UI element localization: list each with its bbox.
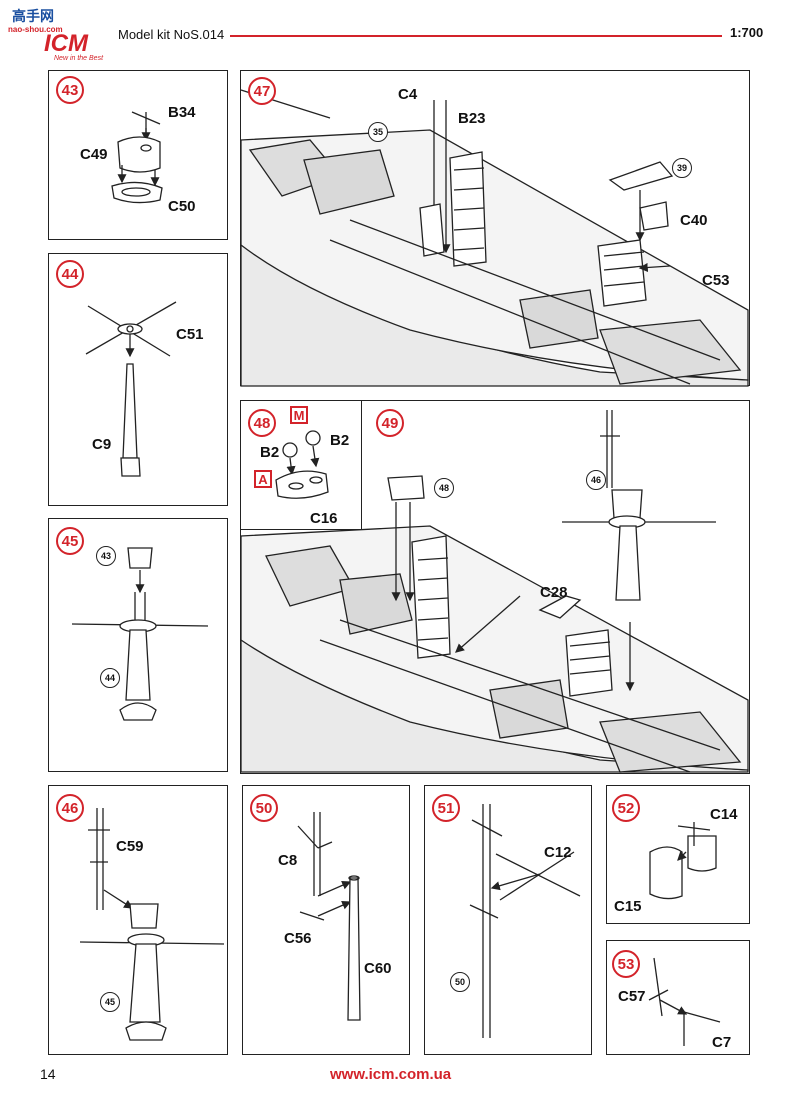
step-51-assembly: [469, 804, 581, 1038]
label-c50: C50: [168, 198, 196, 215]
header-rule: [230, 35, 722, 37]
label-b34: B34: [168, 104, 196, 121]
label-c28: C28: [540, 584, 568, 601]
label-c16: C16: [310, 510, 338, 527]
step-50-number: 50: [250, 794, 278, 822]
page-number: 14: [40, 1066, 56, 1082]
ref-step-45: 45: [100, 992, 120, 1012]
part-c49-drawing: [117, 136, 161, 187]
label-c12: C12: [544, 844, 572, 861]
step-53-assembly: [648, 957, 721, 1046]
label-c8: C8: [278, 852, 298, 869]
label-c40: C40: [680, 212, 708, 229]
step-50-assembly: [297, 812, 361, 1021]
ship-hull-47: [240, 89, 749, 387]
label-b2-left: B2: [260, 444, 280, 461]
step-48-number: 48: [248, 409, 276, 437]
step-46-assembly: [79, 808, 225, 1041]
model-kit-title: Model kit NoS.014: [118, 27, 225, 42]
label-c57: C57: [618, 988, 646, 1005]
step-49-number: 49: [376, 409, 404, 437]
label-c51: C51: [176, 326, 204, 343]
step-45-assembly: [71, 547, 209, 721]
step-45-number: 45: [56, 527, 84, 555]
step-46-number: 46: [56, 794, 84, 822]
step-52-assembly: [649, 822, 717, 900]
step-51-panel: [424, 785, 592, 1055]
logo-site-text: nao-shou.com: [8, 25, 63, 34]
step-51-number: 51: [432, 794, 460, 822]
label-c4: C4: [398, 86, 418, 103]
website-link[interactable]: www.icm.com.ua: [330, 1066, 452, 1083]
ref-step-43: 43: [96, 546, 116, 566]
step-53-number: 53: [612, 950, 640, 978]
label-c60: C60: [364, 960, 392, 977]
logo: 高手网 nao-shou.com ICM New in the Best: [6, 6, 106, 64]
step-52-number: 52: [612, 794, 640, 822]
label-c53: C53: [702, 272, 730, 289]
part-c51-drawing: [85, 301, 177, 358]
label-c14: C14: [710, 806, 738, 823]
step-44-number: 44: [56, 260, 84, 288]
ship-hull-49: [240, 410, 749, 773]
part-c50-drawing: [111, 181, 163, 204]
ref-step-44: 44: [100, 668, 120, 688]
ref-step-50: 50: [450, 972, 470, 992]
label-c49: C49: [80, 146, 108, 163]
paint-code-a: A: [254, 470, 272, 488]
logo-tagline: New in the Best: [54, 55, 104, 62]
logo-main-text: ICM: [44, 30, 88, 57]
label-b2-right: B2: [330, 432, 350, 449]
label-c9: C9: [92, 436, 112, 453]
paint-code-m: M: [290, 406, 308, 424]
step-50-panel: [242, 785, 410, 1055]
ref-step-35: 35: [368, 122, 388, 142]
step-43-number: 43: [56, 76, 84, 104]
label-b23: B23: [458, 110, 486, 127]
step-48-assembly: [275, 430, 329, 499]
label-c59: C59: [116, 838, 144, 855]
step-47-number: 47: [248, 77, 276, 105]
label-c7: C7: [712, 1034, 732, 1051]
logo-top-text: 高手网: [12, 8, 54, 24]
ref-step-48: 48: [434, 478, 454, 498]
ref-step-39: 39: [672, 158, 692, 178]
label-c15: C15: [614, 898, 642, 915]
part-b34-drawing: [131, 111, 161, 142]
scale-label: 1:700: [730, 25, 764, 40]
ref-step-46: 46: [586, 470, 606, 490]
part-c9-drawing: [120, 363, 141, 477]
label-c56: C56: [284, 930, 312, 947]
